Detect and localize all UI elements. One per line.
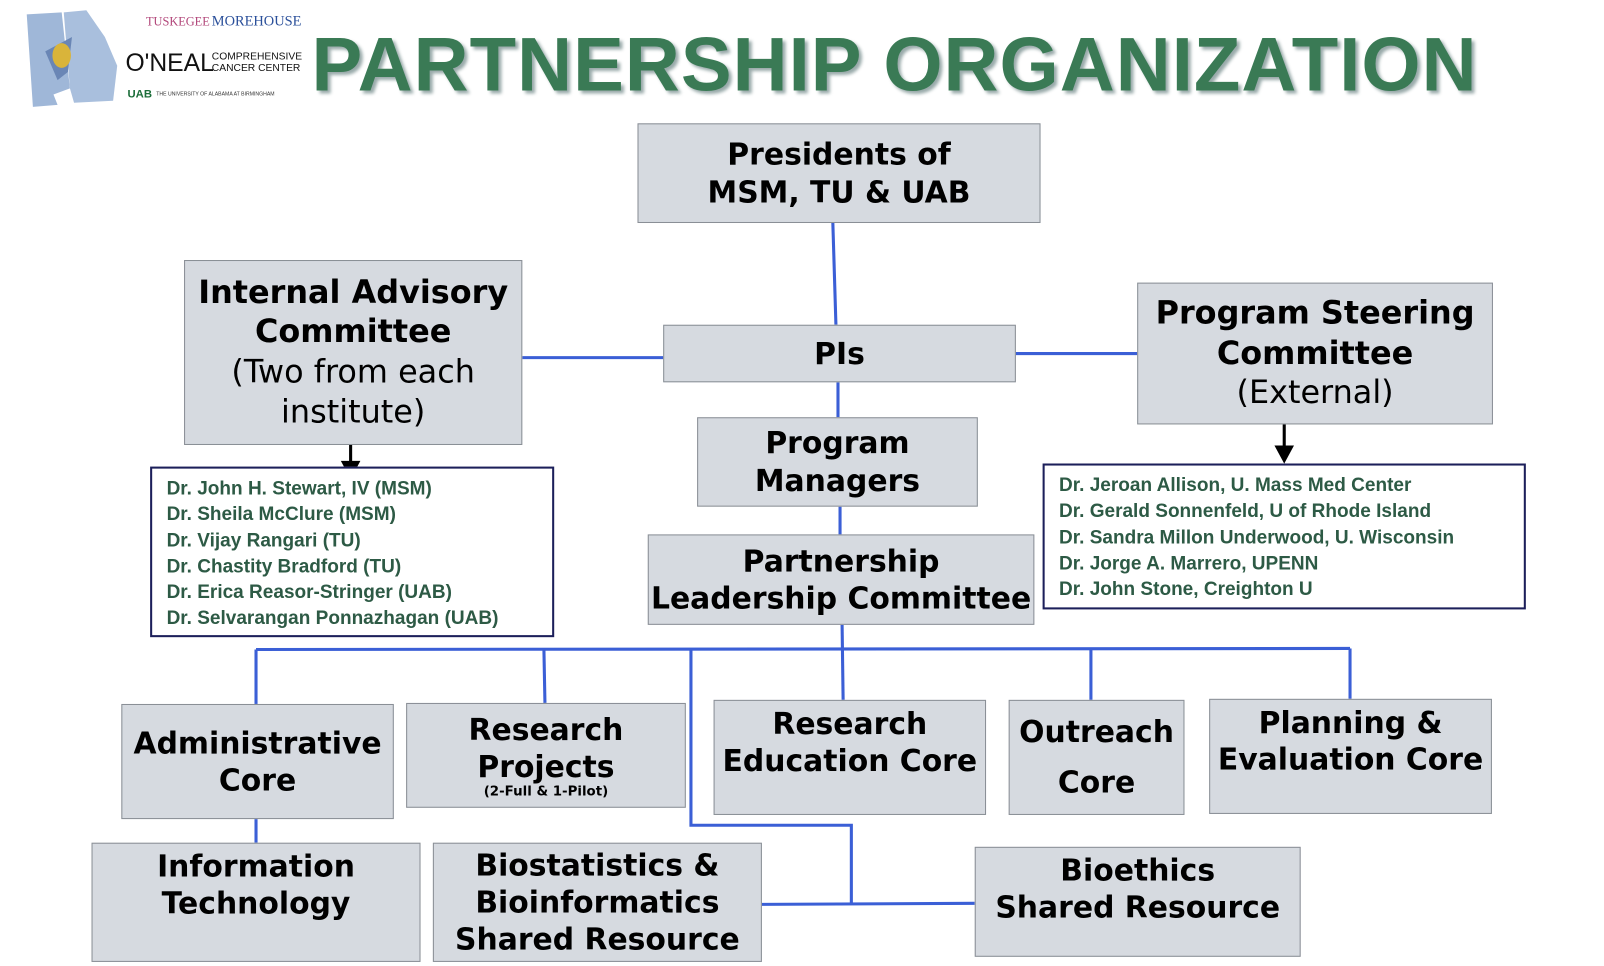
box-line: Internal Advisory (198, 273, 509, 311)
box-line: (Two from each (231, 353, 475, 391)
box-line: Administrative (133, 725, 382, 761)
box-line: Planning & (1258, 705, 1443, 740)
box-line: Managers (754, 462, 921, 498)
list-item: Dr. Selvarangan Ponnazhagan (UAB) (166, 606, 499, 629)
list-item: Dr. Sheila McClure (MSM) (166, 502, 396, 525)
box-line: Projects (477, 749, 615, 784)
box-line: Bioinformatics (475, 884, 720, 920)
partnership-leadership-committee-box: Partnership Leadership Committee (647, 534, 1035, 625)
uab-logo-sub: THE UNIVERSITY OF ALABAMA AT BIRMINGHAM (156, 91, 275, 98)
box-line: Research (468, 711, 624, 747)
box-line: Outreach (1019, 713, 1174, 749)
map-icon (26, 10, 118, 107)
oneal-sub1: COMPREHENSIVE (211, 51, 303, 63)
list-item: Dr. Jorge A. Marrero, UPENN (1059, 551, 1319, 574)
list-item: Dr. Vijay Rangari (TU) (166, 528, 361, 551)
internal-advisory-committee-box: Internal Advisory Committee (Two from ea… (184, 260, 523, 445)
box-line: institute) (281, 393, 426, 431)
list-item: Dr. Chastity Bradford (TU) (166, 554, 402, 577)
program-steering-committee-box: Program Steering Committee (External) (1137, 282, 1493, 425)
biostatistics-shared-resource-box: Biostatistics & Bioinformatics Shared Re… (432, 842, 762, 962)
box-line: Partnership (742, 543, 940, 579)
psc-members-list: Dr. Jeroan Allison, U. Mass Med Center D… (1042, 463, 1526, 610)
uab-logo-text: UAB (127, 88, 153, 101)
box-line: MSM, TU & UAB (707, 174, 971, 210)
list-item: Dr. Erica Reasor-Stringer (UAB) (166, 580, 452, 603)
box-line: Program (765, 425, 910, 461)
presidents-box: Presidents of MSM, TU & UAB (637, 123, 1041, 224)
list-item: Dr. John H. Stewart, IV (MSM) (166, 476, 432, 499)
arrow-head (1274, 445, 1295, 464)
box-line: Presidents of (727, 136, 951, 172)
iac-members-list: Dr. John H. Stewart, IV (MSM) Dr. Sheila… (150, 466, 555, 638)
oneal-sub2: CANCER CENTER (211, 62, 301, 74)
box-line: PIs (814, 335, 865, 371)
box-line: Leadership Committee (650, 580, 1032, 616)
connector-line (840, 624, 845, 700)
list-item: Dr. Sandra Millon Underwood, U. Wisconsi… (1059, 525, 1455, 548)
connector-line (761, 901, 975, 906)
administrative-core-box: Administrative Core (121, 703, 394, 820)
box-line: Bioethics (1060, 852, 1216, 888)
connector-line (831, 222, 838, 325)
planning-evaluation-core-box: Planning & Evaluation Core (1209, 698, 1492, 814)
program-managers-box: Program Managers (697, 417, 978, 507)
box-line: Education Core (722, 743, 978, 779)
list-item: Dr. John Stone, Creighton U (1059, 577, 1313, 600)
connector-line (256, 646, 1351, 652)
pis-box: PIs (663, 324, 1016, 383)
box-line: Research (772, 706, 928, 741)
bioethics-shared-resource-box: Bioethics Shared Resource (974, 846, 1301, 957)
box-line: Committee (1216, 334, 1414, 372)
list-item: Dr. Gerald Sonnenfeld, U of Rhode Island (1059, 499, 1432, 522)
morehouse-logo-text: MOREHOUSE (211, 14, 302, 30)
box-line: Evaluation Core (1217, 742, 1484, 778)
box-line: Core (1057, 764, 1136, 800)
box-line: Program Steering (1155, 294, 1475, 332)
box-line: Shared Resource (455, 921, 740, 957)
box-line: Shared Resource (995, 890, 1281, 926)
box-line: Core (218, 762, 297, 798)
outreach-core-box: Outreach Core (1008, 699, 1185, 815)
connector-line (689, 649, 853, 904)
box-line: Biostatistics & (475, 847, 720, 883)
research-education-core-box: Research Education Core (713, 699, 987, 815)
box-line: Technology (161, 886, 351, 922)
box-subtext: (2-Full & 1-Pilot) (483, 784, 609, 800)
connector-line (542, 649, 547, 703)
research-projects-box: Research Projects (2-Full & 1-Pilot) (406, 702, 686, 808)
box-line: Information (157, 848, 355, 884)
list-item: Dr. Jeroan Allison, U. Mass Med Center (1059, 473, 1412, 496)
information-technology-box: Information Technology (91, 842, 421, 962)
box-line: (External) (1236, 374, 1394, 412)
oneal-logo-text: O'NEAL (125, 49, 214, 78)
page-title: PARTNERSHIP ORGANIZATION (311, 21, 1478, 107)
tuskegee-logo-text: TUSKEGEE (146, 14, 210, 29)
box-line: Committee (255, 313, 452, 351)
